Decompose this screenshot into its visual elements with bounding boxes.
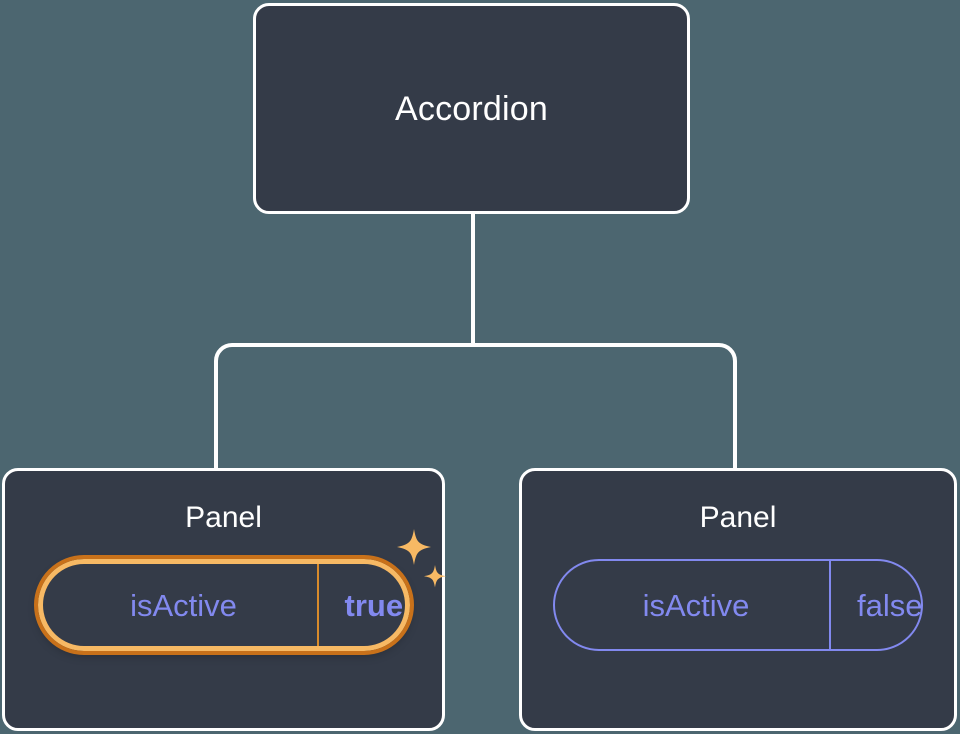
prop-key-label: isActive — [130, 587, 237, 623]
connector-branch-right — [473, 343, 737, 470]
prop-value-label: true — [316, 564, 438, 646]
prop-value-label: false — [829, 561, 956, 649]
prop-pill-active-wrapper: isActive true — [33, 529, 446, 655]
connector-branch-left — [214, 343, 473, 470]
node-accordion-title: Accordion — [395, 89, 548, 128]
node-panel-inactive[interactable]: Panel isActive false — [519, 468, 957, 731]
prop-pill-is-active-true[interactable]: isActive true — [33, 555, 414, 655]
node-panel-active-title: Panel — [185, 501, 262, 534]
prop-pill-is-active-false[interactable]: isActive false — [553, 559, 923, 651]
node-panel-inactive-title: Panel — [699, 501, 777, 534]
node-accordion[interactable]: Accordion — [253, 3, 690, 214]
sparkle-large-icon — [396, 529, 431, 565]
node-panel-active[interactable]: Panel isActive true — [2, 468, 446, 731]
prop-key-label: isActive — [642, 587, 750, 623]
prop-pill-inactive-wrapper: isActive false — [553, 559, 923, 651]
